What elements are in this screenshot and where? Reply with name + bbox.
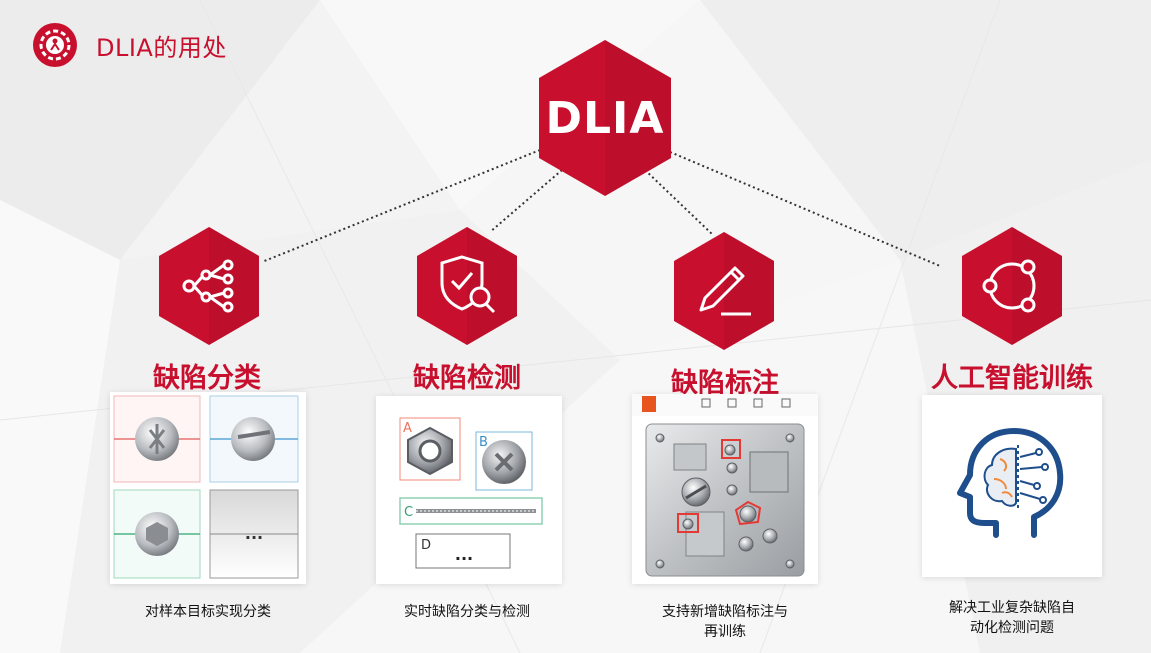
feature-title-classification: 缺陷分类 xyxy=(153,363,261,394)
pencil-icon xyxy=(699,266,751,316)
caption-ai-training: 解决工业复杂缺陷自 动化检测问题 xyxy=(892,598,1132,638)
card-annotation xyxy=(632,394,818,584)
label-c: C xyxy=(404,505,413,520)
feature-title-annotation: 缺陷标注 xyxy=(671,368,779,399)
feature-hexagon-ai-training xyxy=(959,225,1065,347)
classification-image: ... xyxy=(113,395,299,579)
detection-image: A B C D ... xyxy=(399,417,543,569)
more-label: ... xyxy=(455,545,473,564)
connected-circle-icon xyxy=(982,259,1036,313)
card-ai-training xyxy=(922,395,1102,577)
feature-hexagon-detection xyxy=(414,225,520,347)
network-tree-icon xyxy=(182,259,234,313)
shield-magnifier-icon xyxy=(440,255,496,314)
annotation-box xyxy=(721,439,741,459)
caption-ai-training-line-1: 解决工业复杂缺陷自 xyxy=(949,600,1075,616)
caption-annotation: 支持新增缺陷标注与 再训练 xyxy=(605,602,845,642)
caption-annotation-line-1: 支持新增缺陷标注与 xyxy=(662,604,788,620)
ai-head-icon xyxy=(957,428,1064,538)
feature-title-detection: 缺陷检测 xyxy=(413,363,521,394)
feature-hexagon-annotation xyxy=(671,230,777,352)
caption-annotation-line-2: 再训练 xyxy=(704,624,746,640)
toolbar-tab xyxy=(642,396,656,412)
page-title: DLIA的用处 xyxy=(96,34,227,62)
card-classification: ... xyxy=(110,392,306,584)
feature-hexagon-classification xyxy=(156,225,262,347)
annotation-polygon xyxy=(734,500,762,526)
main-hexagon xyxy=(535,38,675,198)
card-detection: A B C D ... xyxy=(376,396,562,584)
label-b: B xyxy=(479,435,488,450)
caption-ai-training-line-2: 动化检测问题 xyxy=(970,620,1054,636)
feature-title-ai-training: 人工智能训练 xyxy=(931,363,1093,394)
annotation-image xyxy=(632,394,818,577)
main-label: DLIA xyxy=(545,93,665,144)
annotation-box xyxy=(677,513,699,533)
label-a: A xyxy=(403,421,412,436)
caption-detection: 实时缺陷分类与检测 xyxy=(404,604,530,620)
gear-figure-icon xyxy=(33,23,77,67)
more-label: ... xyxy=(245,524,263,543)
label-d: D xyxy=(421,538,431,553)
caption-classification: 对样本目标实现分类 xyxy=(145,604,271,620)
